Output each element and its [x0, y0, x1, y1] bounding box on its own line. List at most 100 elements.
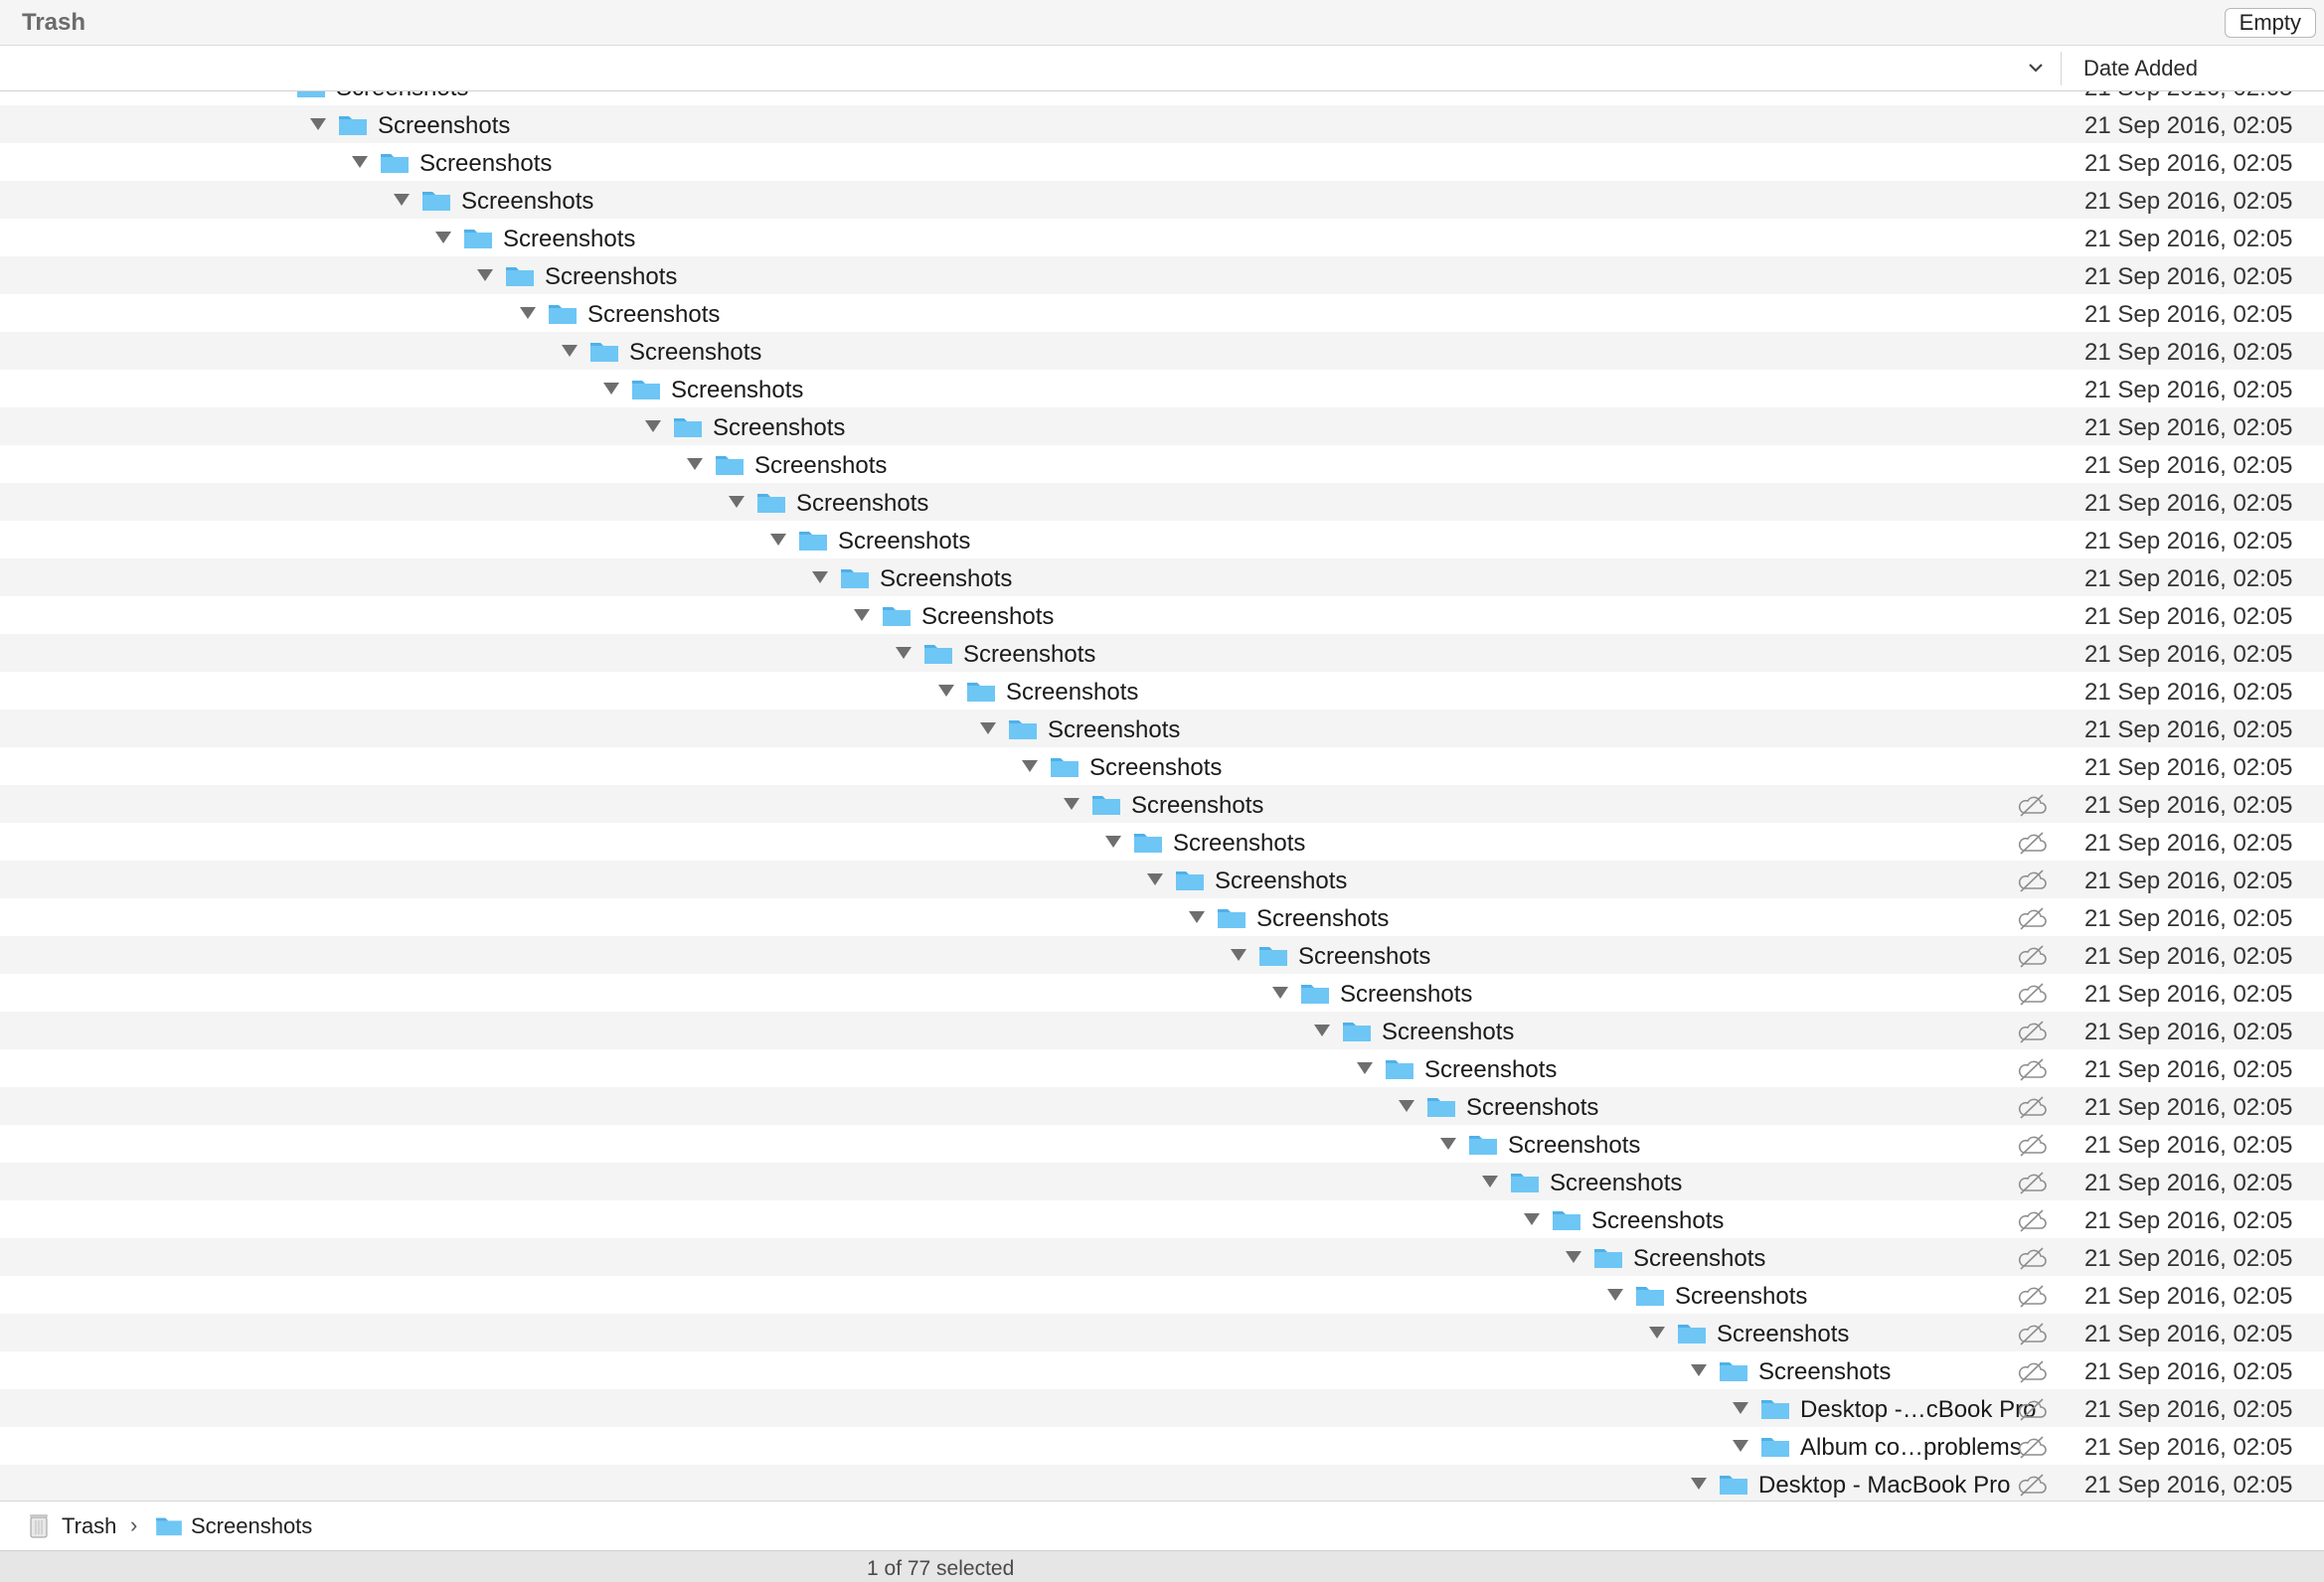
file-name: Screenshots — [713, 414, 846, 441]
icloud-not-downloaded-icon — [2018, 1360, 2047, 1383]
disclosure-triangle-icon[interactable] — [1607, 1289, 1623, 1301]
date-added-column-header[interactable]: Date Added — [2083, 56, 2198, 80]
disclosure-triangle-icon[interactable] — [1399, 1100, 1414, 1112]
disclosure-triangle-icon[interactable] — [812, 571, 828, 583]
file-name: Screenshots — [796, 490, 929, 517]
icloud-not-downloaded-icon — [2018, 1021, 2047, 1043]
breadcrumb-trash[interactable]: Trash — [62, 1513, 117, 1538]
folder-icon — [1051, 758, 1079, 777]
file-name: Screenshots — [1215, 868, 1348, 894]
disclosure-triangle-icon[interactable] — [1147, 873, 1163, 885]
disclosure-triangle-icon[interactable] — [687, 458, 703, 470]
disclosure-triangle-icon[interactable] — [729, 496, 745, 508]
icloud-not-downloaded-icon — [2018, 870, 2047, 892]
folder-icon — [1678, 1325, 1706, 1344]
disclosure-triangle-icon[interactable] — [938, 685, 954, 697]
disclosure-triangle-icon[interactable] — [1272, 987, 1288, 999]
window-titlebar: Trash Empty — [0, 0, 2324, 46]
empty-trash-button[interactable]: Empty — [2224, 8, 2316, 38]
disclosure-triangle-icon[interactable] — [1733, 1402, 1748, 1414]
chevron-down-icon[interactable] — [2026, 58, 2046, 78]
disclosure-triangle-icon[interactable] — [1189, 911, 1205, 923]
disclosure-triangle-icon[interactable] — [1022, 760, 1038, 772]
disclosure-triangle-icon[interactable] — [520, 307, 536, 319]
disclosure-triangle-icon[interactable] — [896, 647, 912, 659]
disclosure-triangle-icon[interactable] — [1064, 798, 1079, 810]
icloud-not-downloaded-icon — [2018, 1285, 2047, 1308]
disclosure-triangle-icon[interactable] — [1314, 1025, 1330, 1036]
disclosure-triangle-icon[interactable] — [1691, 1478, 1707, 1490]
disclosure-triangle-icon[interactable] — [603, 383, 619, 395]
disclosure-triangle-icon[interactable] — [1566, 1251, 1581, 1263]
file-name: Screenshots — [1717, 1321, 1850, 1347]
disclosure-triangle-icon[interactable] — [854, 609, 870, 621]
file-name: Desktop - MacBook Pro — [1758, 1472, 2011, 1499]
disclosure-triangle-icon[interactable] — [435, 232, 451, 243]
file-date: 21 Sep 2016, 02:05 — [2084, 1245, 2293, 1272]
disclosure-triangle-icon[interactable] — [1649, 1327, 1665, 1339]
disclosure-triangle-icon[interactable] — [1482, 1176, 1498, 1187]
breadcrumb-separator: › — [130, 1512, 138, 1537]
disclosure-triangle-icon[interactable] — [1691, 1364, 1707, 1376]
disclosure-triangle-icon[interactable] — [1105, 836, 1121, 848]
disclosure-triangle-icon[interactable] — [1524, 1213, 1540, 1225]
disclosure-triangle-icon[interactable] — [562, 345, 578, 357]
breadcrumb-screenshots[interactable]: Screenshots — [191, 1513, 313, 1538]
file-date: 21 Sep 2016, 02:05 — [2084, 1132, 2293, 1159]
disclosure-triangle-icon[interactable] — [394, 194, 410, 206]
disclosure-triangle-icon[interactable] — [645, 420, 661, 432]
disclosure-triangle-icon[interactable] — [1733, 1440, 1748, 1452]
file-name: Screenshots — [1298, 943, 1431, 970]
icloud-not-downloaded-icon — [2018, 1247, 2047, 1270]
disclosure-triangle-icon[interactable] — [1357, 1062, 1373, 1074]
disclosure-triangle-icon[interactable] — [477, 269, 493, 281]
disclosure-triangle-icon[interactable] — [1231, 949, 1246, 961]
disclosure-triangle-icon[interactable] — [980, 722, 996, 734]
disclosure-triangle-icon[interactable] — [1440, 1138, 1456, 1150]
file-list[interactable]: Screenshots 21 Sep 2016, 02:05 Screensho… — [0, 91, 2324, 1501]
disclosure-triangle-icon[interactable] — [310, 118, 326, 130]
file-date: 21 Sep 2016, 02:05 — [2084, 868, 2293, 894]
disclosure-triangle-icon[interactable] — [770, 534, 786, 546]
folder-icon — [1636, 1287, 1664, 1306]
column-divider[interactable] — [2061, 52, 2062, 85]
list-row[interactable]: Screenshots 21 Sep 2016, 02:05 — [0, 861, 2324, 898]
disclosure-triangle-icon[interactable] — [352, 156, 368, 168]
